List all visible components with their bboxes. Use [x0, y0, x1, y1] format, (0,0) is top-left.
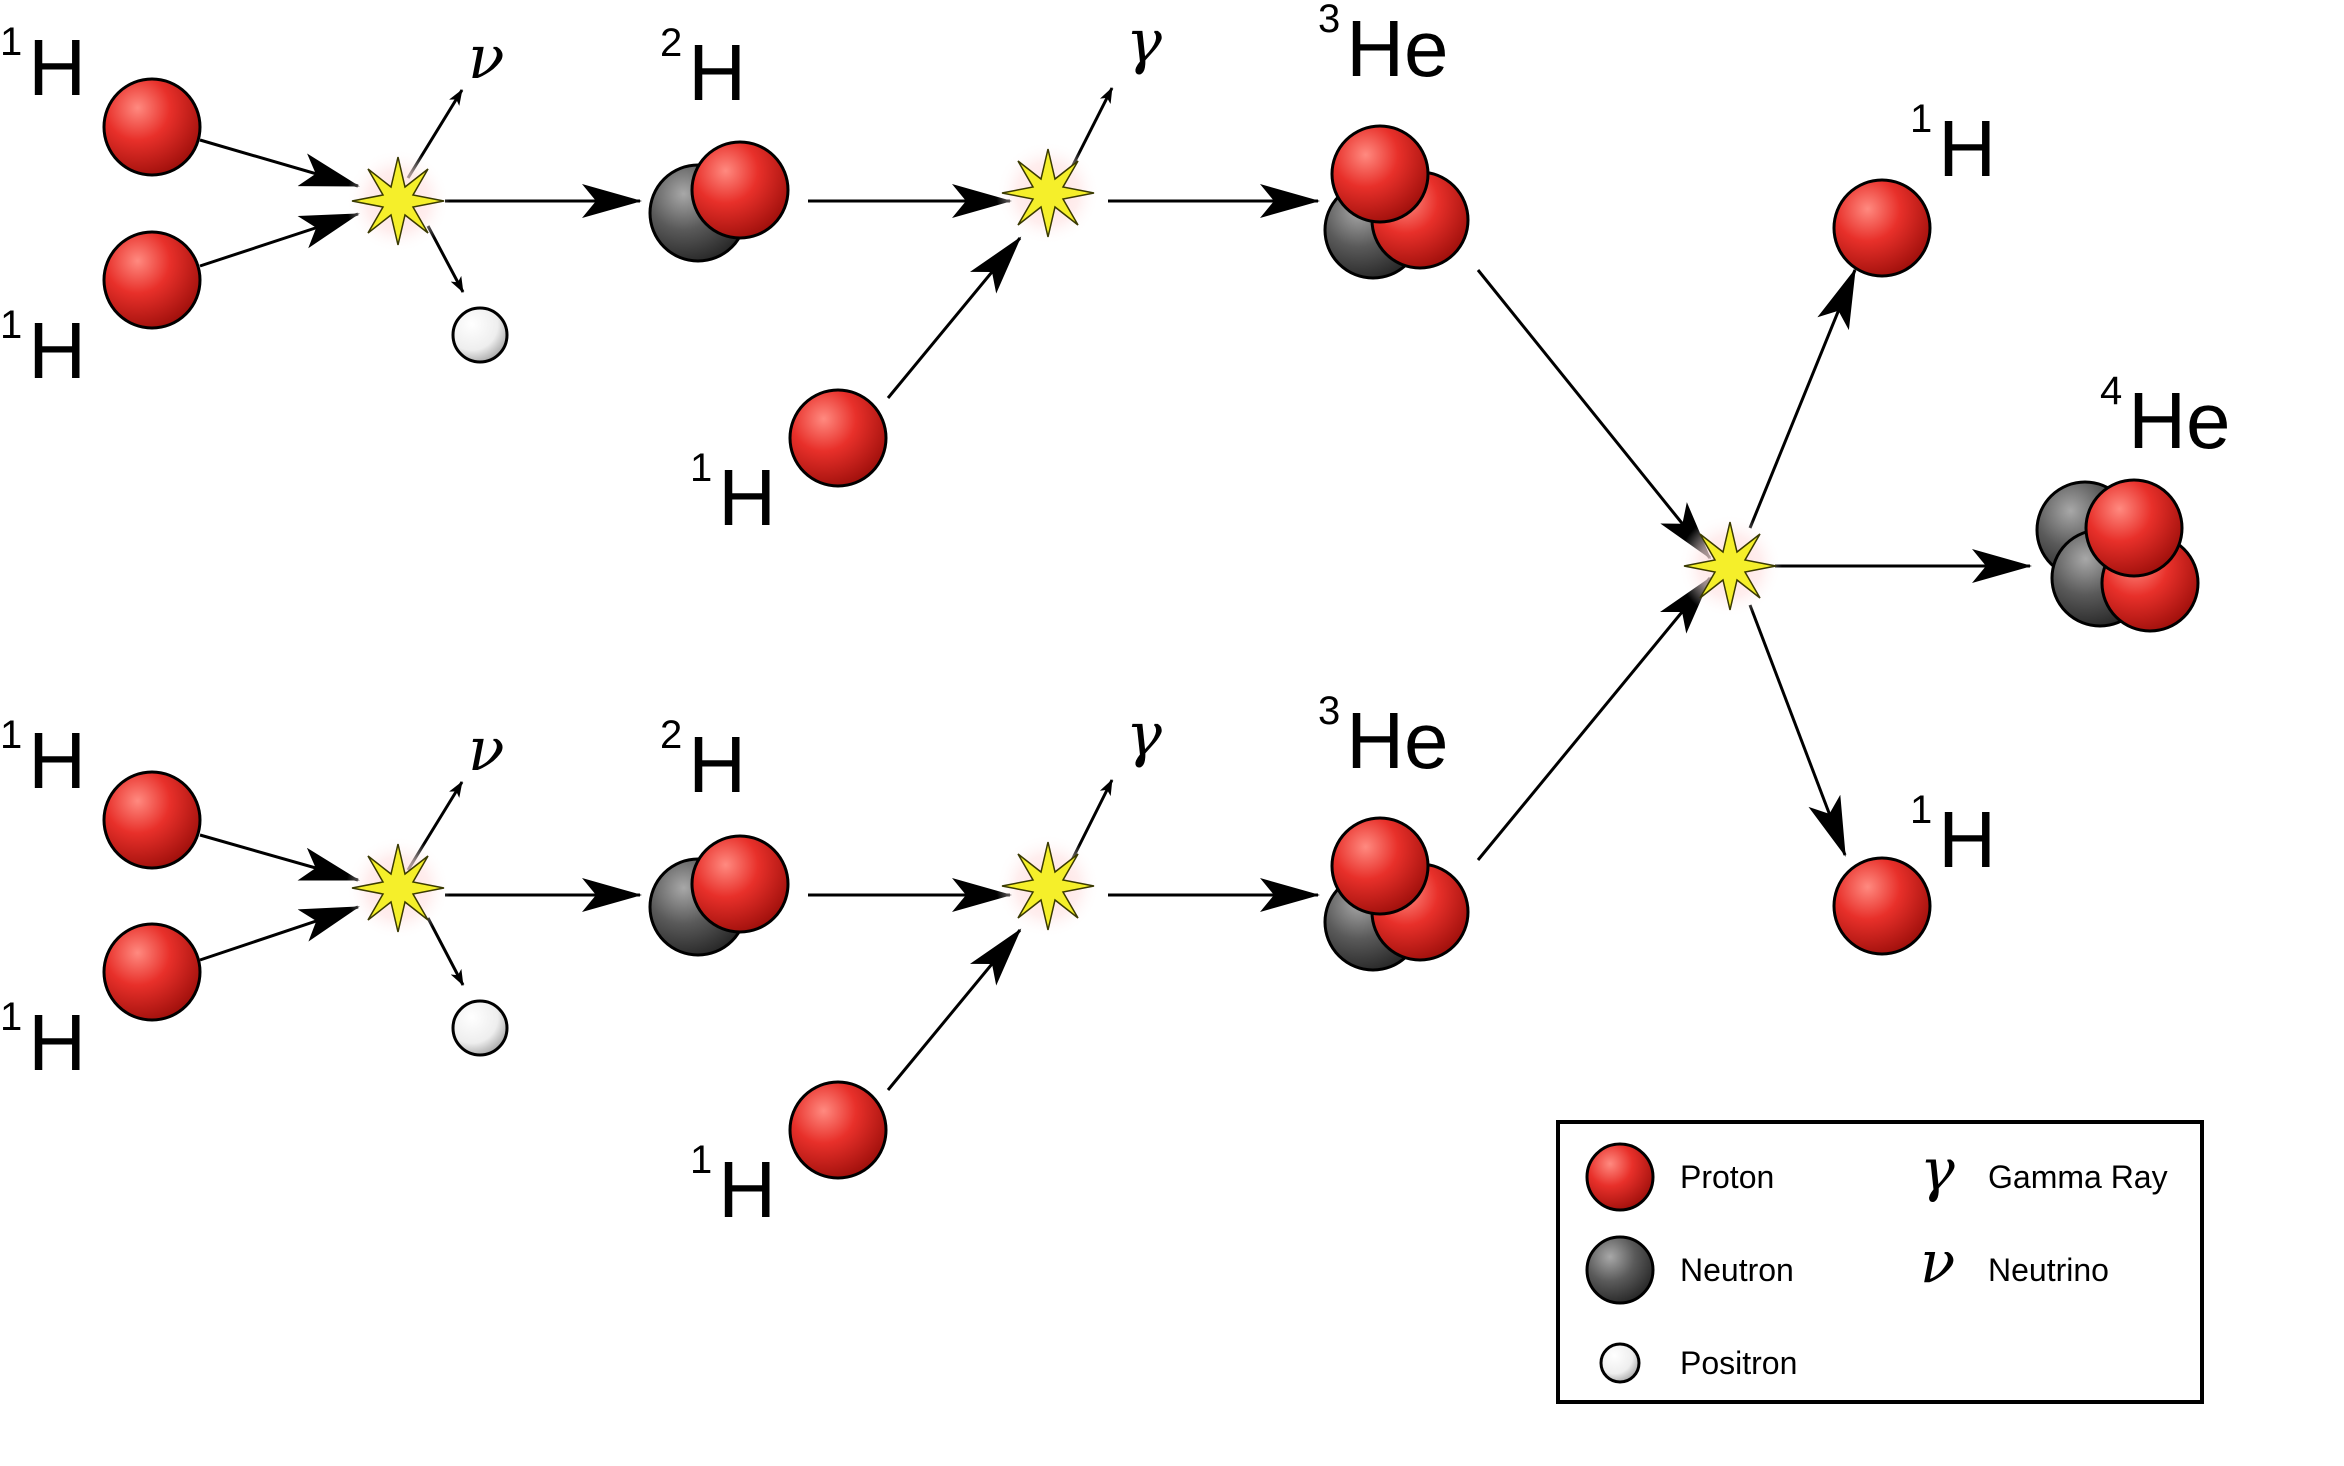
arrow-p2-to-fusion3	[199, 905, 360, 962]
legend: Proton Neutron Positron γ Gamma Ray ν Ne…	[1556, 1120, 2204, 1404]
gamma-label-bottom: γ	[1126, 700, 1162, 770]
arrow-helium3-bottom-to-final	[1476, 576, 1712, 861]
svg-text:1H: 1H	[690, 446, 776, 542]
neutrino-label-bottom: ν	[468, 715, 504, 785]
fusion-flash-final	[1678, 514, 1782, 618]
helium3-bottom	[1323, 816, 1470, 972]
positron-bottom	[451, 999, 509, 1057]
positron-top	[451, 306, 509, 364]
deuterium-bottom	[648, 834, 790, 957]
legend-box	[1556, 1120, 2204, 1404]
arrow-final-to-proton-down	[1748, 604, 1847, 857]
isotope-mass-top-p2: 1	[0, 303, 22, 347]
final-fusion: 1H 1H 4He	[1476, 97, 2231, 956]
svg-text:3He: 3He	[1318, 0, 1449, 93]
legend-positron-label: Positron	[1680, 1345, 1797, 1381]
proton-top-2	[102, 230, 202, 330]
svg-text:1H: 1H	[0, 303, 86, 395]
helium3-top	[1323, 124, 1470, 280]
helium4	[2035, 478, 2200, 633]
isotope-mass-top-helium3: 3	[1318, 0, 1340, 41]
isotope-symbol-final-proton-up: H	[1938, 104, 1996, 193]
chain-top: 1H 1H ν 2H 1H γ 3He	[0, 0, 1470, 542]
isotope-symbol-top-p2: H	[28, 306, 86, 395]
isotope-mass-top-p3: 1	[690, 446, 712, 490]
isotope-mass-top-deuterium: 2	[660, 21, 682, 65]
proton-top-3	[788, 388, 888, 488]
svg-text:1H: 1H	[0, 713, 86, 805]
legend-proton-swatch	[1585, 1142, 1655, 1212]
gamma-label-top: γ	[1126, 7, 1162, 77]
isotope-mass-bottom-p1: 1	[0, 713, 22, 757]
neutrino-label-top: ν	[468, 23, 504, 93]
fusion-flash-2	[996, 141, 1100, 245]
isotope-mass-bottom-deuterium: 2	[660, 713, 682, 757]
isotope-mass-final-proton-down: 1	[1910, 788, 1932, 832]
isotope-mass-top-p1: 1	[0, 20, 22, 64]
proton-top-1	[102, 77, 202, 177]
svg-text:1H: 1H	[1910, 788, 1996, 884]
chain-bottom: 1H 1H ν 2H 1H γ 3He	[0, 689, 1470, 1234]
isotope-symbol-top-helium3: He	[1346, 4, 1448, 93]
legend-neutrino-label: Neutrino	[1988, 1252, 2109, 1288]
isotope-symbol-top-p1: H	[28, 23, 86, 112]
isotope-symbol-top-deuterium: H	[688, 28, 746, 117]
svg-text:1H: 1H	[0, 20, 86, 112]
fusion-flash-4	[996, 834, 1100, 938]
svg-text:3He: 3He	[1318, 689, 1449, 785]
proton-final-down	[1832, 856, 1932, 956]
arrow-p2-to-fusion1	[199, 212, 360, 268]
proton-bottom-3	[788, 1080, 888, 1180]
proton-final-up	[1832, 178, 1932, 278]
svg-text:2H: 2H	[660, 21, 746, 117]
arrow-p1-to-fusion3	[199, 833, 360, 882]
isotope-symbol-final-proton-down: H	[1938, 795, 1996, 884]
svg-text:1H: 1H	[690, 1138, 776, 1234]
legend-proton-label: Proton	[1680, 1159, 1774, 1195]
svg-text:1H: 1H	[0, 995, 86, 1087]
fusion-flash-1	[346, 149, 450, 253]
svg-text:1H: 1H	[1910, 97, 1996, 193]
legend-neutron-swatch	[1585, 1235, 1655, 1305]
arrow-helium3-top-to-final	[1476, 269, 1712, 560]
legend-gamma-label: Gamma Ray	[1988, 1159, 2168, 1195]
arrow-p1-to-fusion1	[199, 138, 360, 188]
isotope-symbol-bottom-deuterium: H	[688, 720, 746, 809]
isotope-symbol-bottom-p3: H	[718, 1145, 776, 1234]
isotope-symbol-bottom-helium3: He	[1346, 696, 1448, 785]
isotope-mass-final-helium4: 4	[2100, 369, 2122, 413]
arrow-fusion3-to-positron	[426, 917, 465, 986]
isotope-symbol-top-p3: H	[718, 453, 776, 542]
arrow-final-to-proton-up	[1748, 268, 1857, 529]
isotope-mass-final-proton-up: 1	[1910, 97, 1932, 141]
isotope-mass-bottom-p2: 1	[0, 995, 22, 1039]
svg-text:4He: 4He	[2100, 369, 2231, 465]
isotope-symbol-final-helium4: He	[2128, 376, 2230, 465]
arrow-p3-to-fusion2	[886, 236, 1022, 399]
proton-bottom-2	[102, 922, 202, 1022]
legend-neutrino-symbol: ν	[1920, 1228, 1955, 1296]
legend-neutron-label: Neutron	[1680, 1252, 1794, 1288]
isotope-mass-bottom-helium3: 3	[1318, 689, 1340, 733]
arrow-p3-to-fusion4	[886, 928, 1022, 1091]
legend-positron-swatch	[1599, 1342, 1641, 1384]
legend-gamma-symbol: γ	[1920, 1136, 1955, 1204]
deuterium-top	[648, 140, 790, 263]
isotope-mass-bottom-p3: 1	[690, 1138, 712, 1182]
fusion-flash-3	[346, 836, 450, 940]
isotope-symbol-bottom-p1: H	[28, 716, 86, 805]
svg-text:2H: 2H	[660, 713, 746, 809]
proton-bottom-1	[102, 770, 202, 870]
isotope-symbol-bottom-p2: H	[28, 998, 86, 1087]
